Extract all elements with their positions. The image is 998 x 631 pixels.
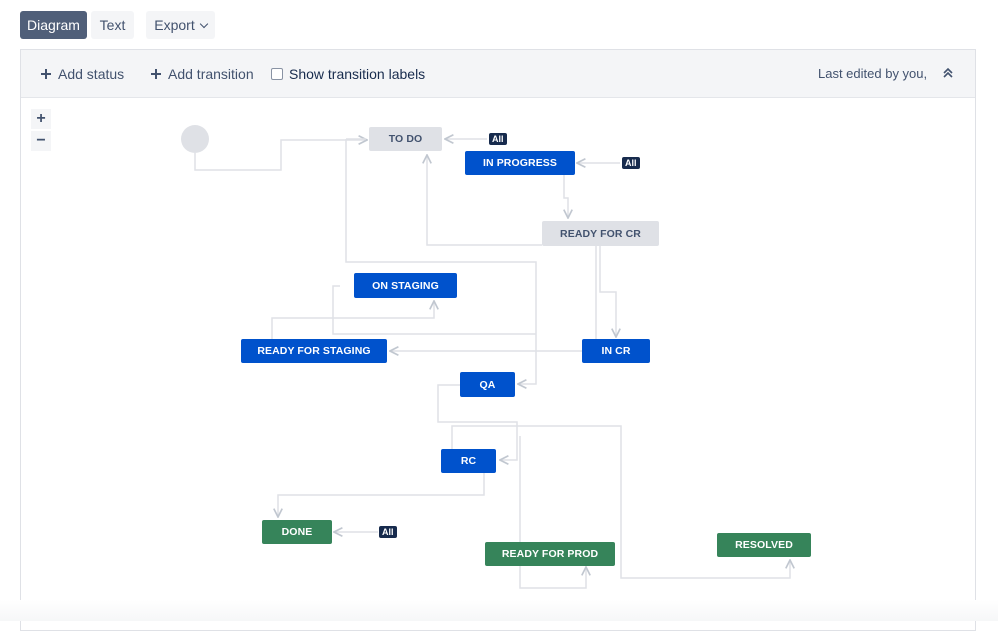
editor-toolbar: Add status Add transition Show transitio… [21, 50, 975, 98]
show-transition-labels-label[interactable]: Show transition labels [289, 66, 426, 82]
status-qa[interactable]: QA [460, 372, 515, 397]
status-on-staging[interactable]: ON STAGING [354, 273, 457, 298]
tab-diagram[interactable]: Diagram [20, 11, 87, 39]
status-resolved[interactable]: RESOLVED [717, 533, 811, 557]
collapse-icon[interactable] [941, 66, 955, 80]
view-switcher: Diagram Text Export [0, 0, 998, 48]
status-to-do[interactable]: TO DO [369, 127, 442, 151]
transition-line [519, 436, 586, 589]
tab-text[interactable]: Text [91, 11, 134, 39]
transition-line [278, 473, 485, 517]
zoom-out-button[interactable]: − [31, 131, 51, 151]
transition-line [427, 155, 542, 246]
add-status-button[interactable]: Add status [41, 65, 124, 83]
plus-icon [41, 69, 51, 79]
transition-line [599, 246, 616, 337]
global-transition-badge[interactable]: All [622, 157, 640, 169]
global-transition-badge[interactable]: All [489, 133, 507, 145]
canvas-bottom-fade [0, 600, 998, 621]
show-transition-labels-checkbox[interactable] [271, 68, 283, 80]
add-status-label: Add status [58, 66, 125, 82]
transition-line [332, 285, 536, 335]
workflow-editor: Add status Add transition Show transitio… [20, 49, 976, 631]
transition-line [345, 138, 537, 384]
status-done[interactable]: DONE [262, 520, 332, 544]
last-edited-text: Last edited by you, [818, 66, 928, 81]
status-rc[interactable]: RC [441, 449, 496, 473]
transition-line [271, 301, 434, 340]
transition-line [194, 140, 367, 171]
export-label: Export [154, 17, 195, 33]
status-ready-for-cr[interactable]: READY FOR CR [542, 221, 659, 246]
add-transition-button[interactable]: Add transition [151, 65, 254, 83]
transition-line [451, 425, 790, 579]
plus-icon [151, 69, 161, 79]
transition-line [564, 175, 568, 218]
status-ready-for-staging[interactable]: READY FOR STAGING [241, 339, 387, 363]
status-in-progress[interactable]: IN PROGRESS [465, 151, 575, 175]
export-dropdown[interactable]: Export [146, 11, 215, 39]
zoom-in-button[interactable]: + [31, 109, 51, 129]
transition-line [437, 384, 518, 460]
global-transition-badge[interactable]: All [379, 526, 397, 538]
start-node[interactable] [181, 125, 209, 153]
status-ready-for-prod[interactable]: READY FOR PROD [485, 542, 615, 566]
add-transition-label: Add transition [168, 66, 254, 82]
status-in-cr[interactable]: IN CR [582, 339, 650, 363]
